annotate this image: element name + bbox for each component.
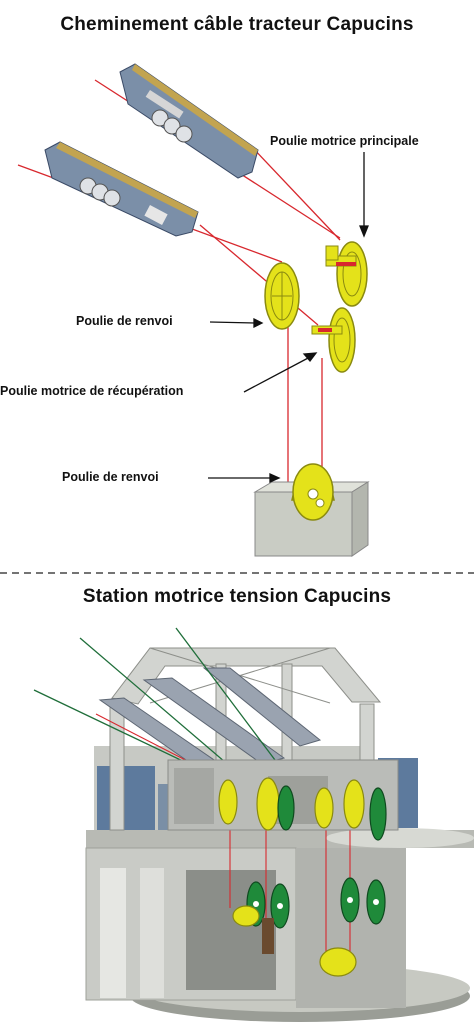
label-main-drive-pulley: Poulie motrice principale [270, 134, 419, 148]
tensioner-carriage [262, 918, 274, 954]
section-1-title: Cheminement câble tracteur Capucins [60, 14, 414, 35]
upper-green-pulleys [277, 785, 387, 841]
vehicle-lower [44, 141, 199, 237]
lower-green-hubs [253, 897, 379, 909]
drive-station-illustration [33, 627, 474, 1022]
label-arrows [208, 152, 369, 484]
section-divider [0, 572, 474, 574]
vehicle-upper [119, 63, 259, 179]
return-pulley-2 [291, 463, 335, 521]
return-pulley-1 [264, 262, 300, 330]
concrete-anchor-block [253, 481, 370, 557]
section-2-title: Station motrice tension Capucins [82, 586, 392, 607]
label-return-pulley-1: Poulie de renvoi [76, 314, 173, 328]
label-recovery-drive-pulley: Poulie motrice de récupération [0, 384, 184, 398]
upper-yellow-pulleys [218, 777, 365, 831]
main-drive-pulley [325, 241, 368, 307]
cable-path-diagram [17, 63, 370, 557]
blue-panel-left [97, 766, 155, 830]
recovery-drive-pulley [311, 307, 356, 373]
lower-yellow-pulleys [232, 905, 357, 977]
label-return-pulley-2: Poulie de renvoi [62, 470, 159, 484]
